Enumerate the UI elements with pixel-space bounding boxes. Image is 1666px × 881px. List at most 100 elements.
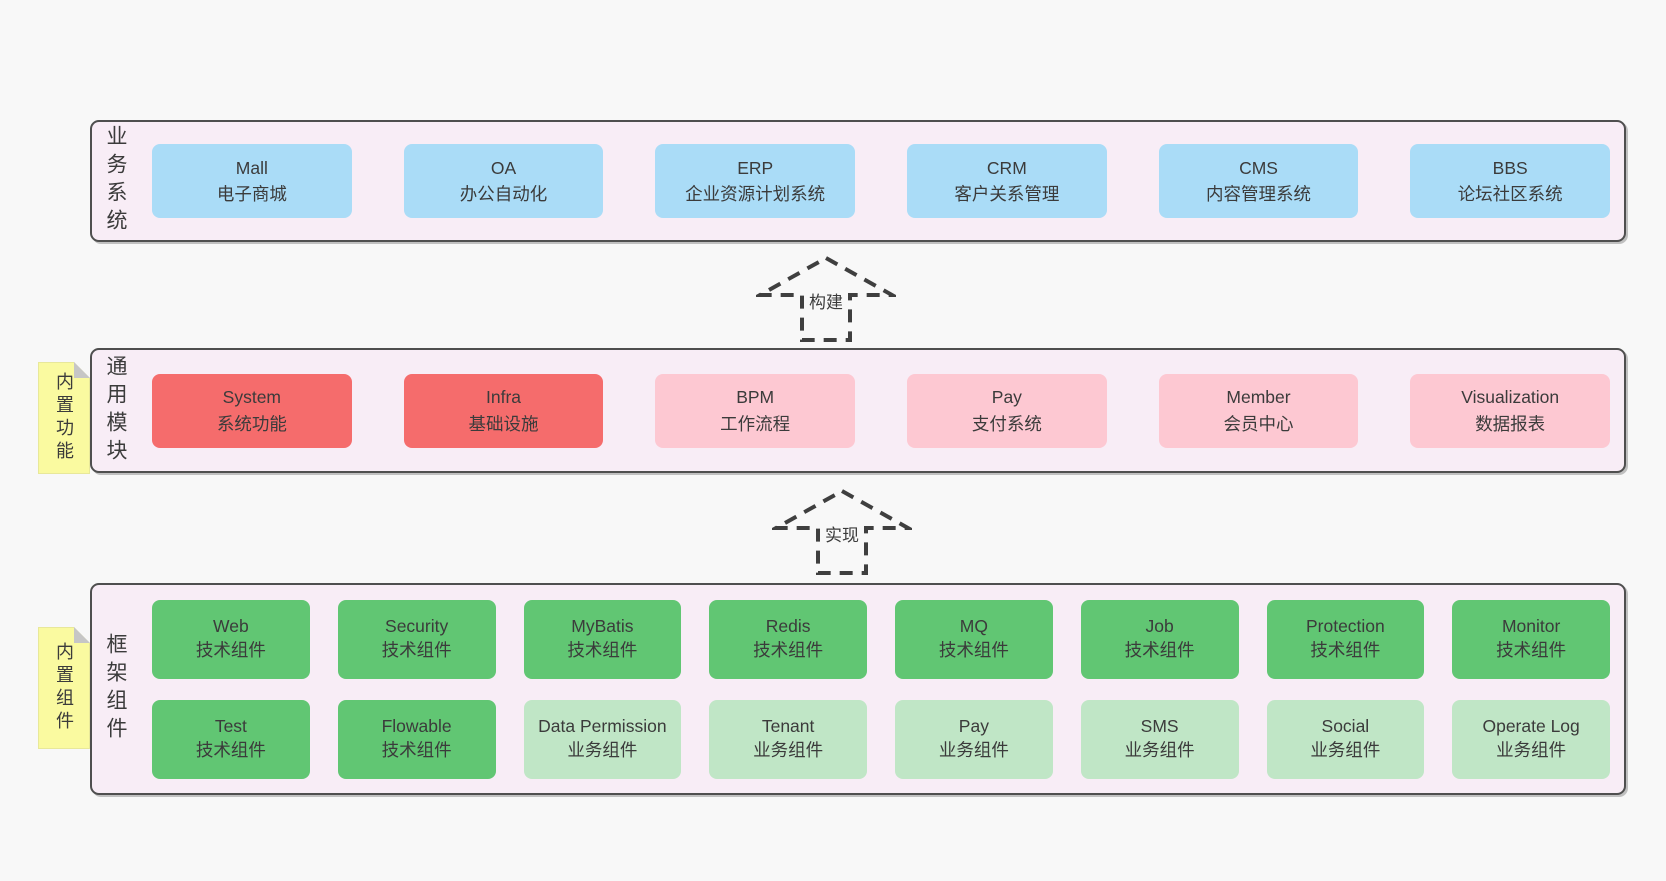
box-bbs: BBS 论坛社区系统 [1410,144,1611,218]
box-title: Redis [765,616,811,637]
box-subtitle: 技术组件 [381,640,452,660]
up-arrow-icon [756,255,896,342]
box-subtitle: 基础设施 [468,413,539,434]
box-title: Security [385,616,449,637]
box-subtitle: 技术组件 [753,640,824,660]
box-mall: Mall 电子商城 [152,144,352,218]
box-title: CMS [1239,157,1278,178]
up-arrow-icon [772,488,912,575]
layer-label-common-modules: 通用模块 [104,354,127,467]
box-title: Infra [485,387,522,408]
box-title: ERP [737,157,774,178]
box-subtitle: 业务组件 [567,740,638,760]
box-operate-log: Operate Log 业务组件 [1452,699,1610,779]
box-subtitle: 内容管理系统 [1206,184,1312,204]
box-subtitle: 电子商城 [216,184,287,204]
box-title: BPM [736,387,775,408]
box-test: Test 技术组件 [152,699,310,779]
box-pay: Pay 业务组件 [895,699,1053,779]
box-redis: Redis 技术组件 [709,599,867,679]
box-subtitle: 技术组件 [195,640,266,660]
box-subtitle: 技术组件 [938,640,1009,660]
box-subtitle: 技术组件 [1124,640,1195,660]
box-subtitle: 工作流程 [720,413,791,434]
arrow-build: 构建 [756,255,896,343]
box-title: SMS [1140,716,1179,737]
framework-components-row-2: Test 技术组件 Flowable 技术组件 Data Permission 业务组件 T… [152,699,1610,779]
box-title: Pay [991,387,1022,408]
box-title: MQ [959,616,988,637]
layer-label-business-systems: 业务系统 [104,125,127,237]
box-cms: CMS 内容管理系统 [1158,144,1359,218]
box-title: Web [213,616,249,637]
sticky-tab-built-in-features: 内置功能 [38,362,90,474]
box-subtitle: 数据报表 [1475,413,1546,434]
layer-label-framework-components: 框架组件 [104,633,127,745]
box-subtitle: 论坛社区系统 [1457,184,1563,204]
box-title: Social [1321,716,1370,737]
box-subtitle: 技术组件 [1310,640,1381,660]
box-subtitle: 业务组件 [938,740,1009,760]
box-subtitle: 业务组件 [1310,740,1381,760]
sticky-tab-label: 内置功能 [54,372,74,464]
box-infra: Infra 基础设施 [403,373,604,448]
box-title: BBS [1492,157,1528,178]
arrow-implement-label: 实现 [822,520,862,547]
box-subtitle: 系统功能 [216,413,287,434]
box-title: Protection [1305,616,1385,637]
box-subtitle: 企业资源计划系统 [685,184,826,204]
box-title: Job [1145,616,1174,637]
box-title: Tenant [761,716,815,737]
box-web: Web 技术组件 [152,599,310,679]
box-title: CRM [986,157,1027,178]
box-data-permission: Data Permission 业务组件 [523,699,682,779]
box-subtitle: 技术组件 [381,740,452,760]
folded-corner-icon [74,627,90,643]
box-title: System [222,387,282,408]
box-title: Test [214,716,247,737]
box-subtitle: 技术组件 [567,640,638,660]
box-title: Visualization [1461,387,1560,408]
box-subtitle: 客户关系管理 [954,184,1060,204]
box-bpm: BPM 工作流程 [655,373,856,448]
box-protection: Protection 技术组件 [1266,599,1425,679]
box-mq: MQ 技术组件 [895,599,1053,679]
box-title: Data Permission [538,716,667,737]
box-security: Security 技术组件 [337,599,496,679]
box-title: Pay [958,716,989,737]
box-title: MyBatis [571,616,634,637]
box-title: Operate Log [1482,716,1580,737]
box-social: Social 业务组件 [1266,699,1425,779]
box-subtitle: 业务组件 [1496,740,1567,760]
box-subtitle: 办公自动化 [459,184,548,204]
box-erp: ERP 企业资源计划系统 [655,144,856,218]
sticky-tab-label: 内置组件 [54,642,74,734]
sticky-tab-built-in-components: 内置组件 [38,627,90,749]
box-subtitle: 技术组件 [1496,640,1567,660]
box-subtitle: 业务组件 [1124,740,1195,760]
arrow-implement: 实现 [772,488,912,576]
box-subtitle: 技术组件 [195,740,266,760]
box-visualization: Visualization 数据报表 [1410,373,1611,448]
box-job: Job 技术组件 [1080,599,1239,679]
box-crm: CRM 客户关系管理 [907,144,1107,218]
arrow-build-label: 构建 [806,287,846,314]
box-mybatis: MyBatis 技术组件 [523,599,682,679]
box-subtitle: 会员中心 [1223,413,1294,434]
box-title: Flowable [381,716,452,737]
box-title: Mall [235,157,268,178]
box-flowable: Flowable 技术组件 [337,699,496,779]
box-system: System 系统功能 [152,373,352,448]
